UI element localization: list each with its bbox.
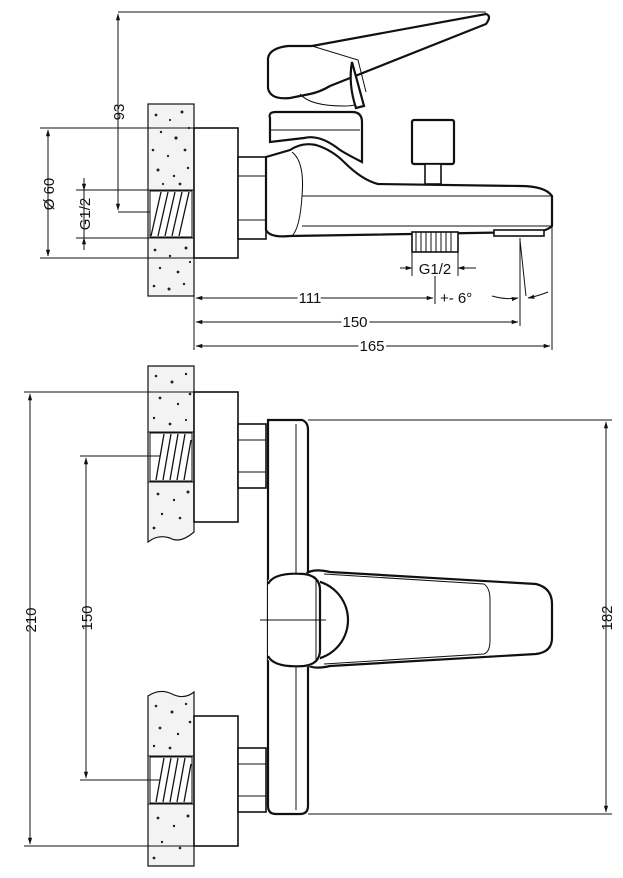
dim-label-182: 182 xyxy=(599,605,616,630)
diverter-knob xyxy=(410,118,456,185)
spout-aerator xyxy=(493,229,545,237)
mixer-body-side xyxy=(264,143,554,238)
concrete-texture xyxy=(151,110,192,291)
wall-section-upper xyxy=(147,365,195,544)
hex-nut-side xyxy=(237,156,267,240)
dim-label-g12-outlet: G1/2 xyxy=(419,261,452,278)
dim-label-150-side: 150 xyxy=(342,314,367,331)
side-dimensions: 93 Ø 60 G1/2 G1/2 xyxy=(40,11,553,358)
pipe-thread-side xyxy=(150,191,190,237)
lever-handle-front xyxy=(304,569,554,669)
lever-handle-side xyxy=(266,12,491,100)
escutcheon-side xyxy=(193,127,239,259)
dim-label-angle: +- 6° xyxy=(440,290,472,307)
hex-nut-lower xyxy=(237,747,267,813)
wall-section-side xyxy=(147,103,195,297)
dim-label-210: 210 xyxy=(23,607,40,632)
dim-label-93: 93 xyxy=(111,104,128,121)
dim-label-150-front: 150 xyxy=(79,605,96,630)
wall-section-lower xyxy=(147,690,195,867)
front-view: 210 150 182 xyxy=(23,365,616,867)
dim-label-165: 165 xyxy=(359,338,384,355)
dim-label-diameter-60: Ø 60 xyxy=(41,178,58,211)
cartridge-housing-side xyxy=(268,110,364,164)
escutcheon-upper xyxy=(193,391,239,523)
dim-label-111: 111 xyxy=(299,290,322,307)
outlet-thread xyxy=(411,231,459,253)
dim-label-g12-inlet: G1/2 xyxy=(77,198,94,231)
escutcheon-lower xyxy=(193,715,239,847)
hex-nut-upper xyxy=(237,423,267,489)
side-view: 93 Ø 60 G1/2 G1/2 xyxy=(40,11,554,358)
front-dimensions: 210 150 182 xyxy=(23,391,616,847)
